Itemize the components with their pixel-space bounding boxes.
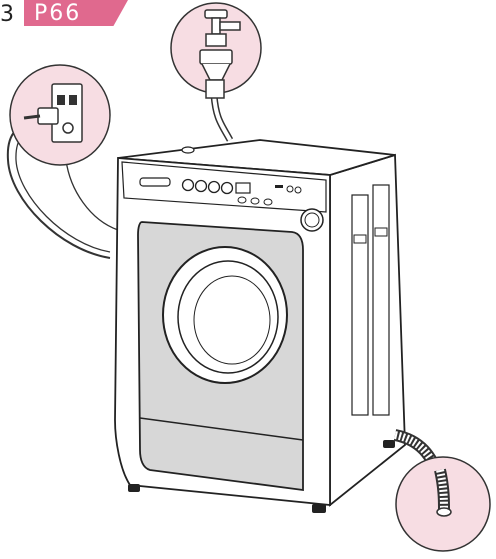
drain-hose-icon — [396, 457, 490, 551]
water-faucet-icon — [171, 3, 261, 98]
power-outlet-icon — [10, 65, 110, 165]
front-load-washing-machine-icon — [115, 140, 405, 513]
